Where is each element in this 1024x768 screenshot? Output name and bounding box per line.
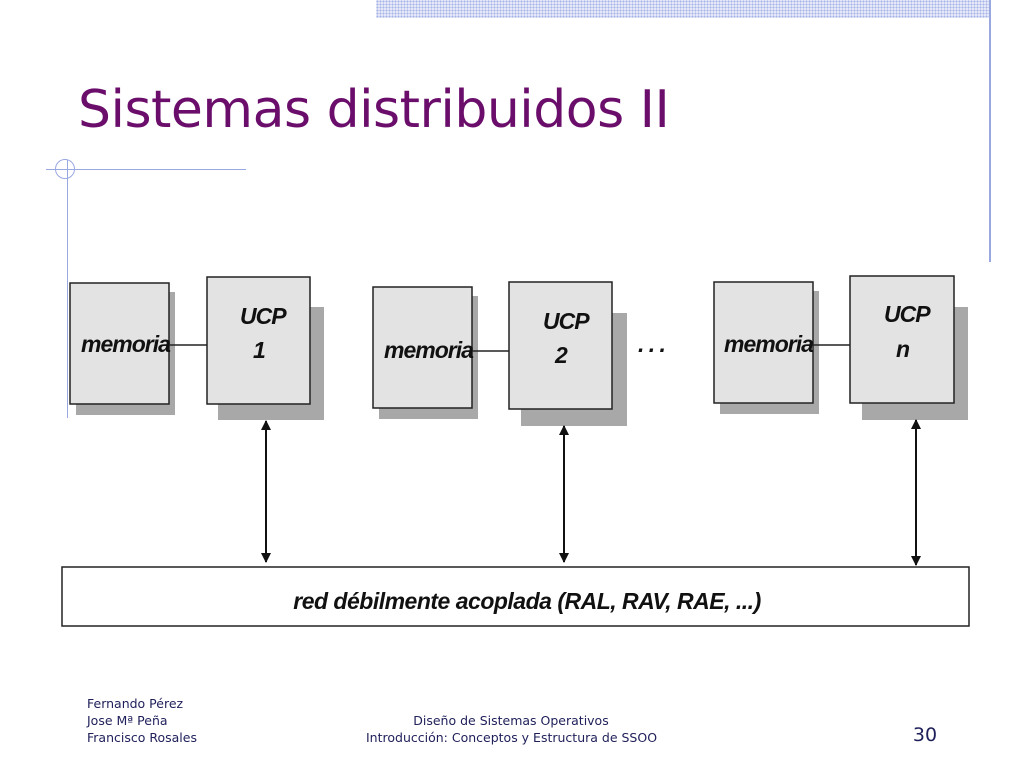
node-1: memoria UCP 1 [69,276,324,563]
memory-box [713,281,814,404]
cpu-label: UCP [884,301,931,327]
author-name: Francisco Rosales [87,730,197,745]
decorative-vertical-line-right [989,0,991,262]
cpu-box [508,281,613,410]
memory-box [69,282,170,405]
memory-label: memoria [81,331,171,357]
page-number: 30 [912,724,938,746]
cpu-label: UCP [543,308,590,334]
author-name: Jose Mª Peña [87,713,168,728]
header-dither-band [376,0,990,18]
cpu-index: n [896,336,910,362]
decorative-vertical-line-left [67,160,68,418]
author-name: Fernando Pérez [87,696,184,711]
course-subtitle: Introducción: Conceptos y Estructura de … [366,730,658,745]
slide-title: Sistemas distribuidos II [78,80,670,140]
course-title: Diseño de Sistemas Operativos [413,713,609,728]
network-box [61,566,970,627]
cpu-index: 1 [253,337,265,363]
cpu-box [849,275,955,404]
node-2: memoria UCP 2 [372,281,627,563]
memory-label: memoria [724,331,814,357]
node-n: memoria UCP n [713,275,968,566]
memory-box [372,286,473,409]
memory-label: memoria [384,337,474,363]
footer-course: Diseño de Sistemas Operativos Introducci… [366,712,658,746]
cpu-index: 2 [554,342,568,368]
decorative-ring [55,159,75,179]
network-label: red débilmente acoplada (RAL, RAV, RAE, … [293,588,760,614]
cpu-label: UCP [240,303,287,329]
footer-authors: Fernando Pérez Jose Mª Peña Francisco Ro… [87,695,197,746]
cpu-box [206,276,311,405]
nodes-ellipsis: . . . [638,331,665,357]
decorative-title-rule [46,169,246,170]
